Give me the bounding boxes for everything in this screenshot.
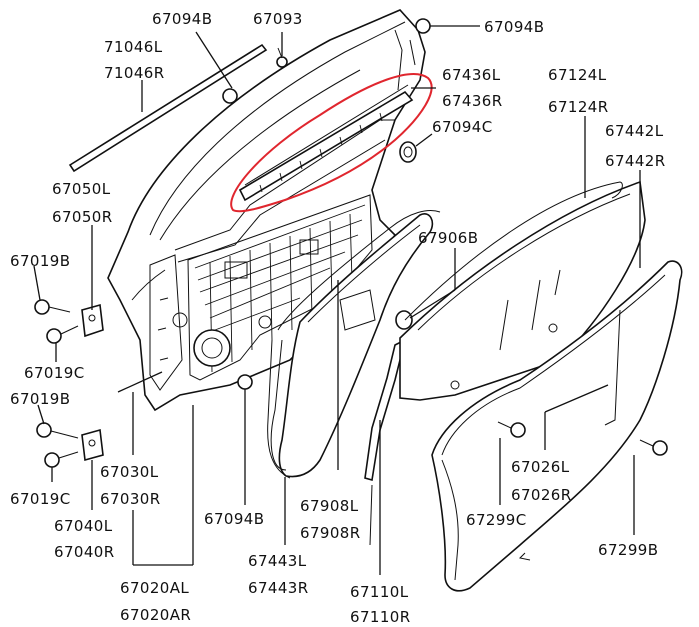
label-67094b-right: 67094B: [484, 18, 544, 36]
label-67443l: 67443L: [248, 552, 307, 570]
screw-67093: [276, 47, 288, 68]
grommet-67094b-right: [415, 18, 431, 34]
bolt-67026: [497, 421, 526, 438]
glass-frame-seal: [404, 181, 623, 321]
part-labels: 67094B 67093 67094B 71046L 71046R 67436L…: [10, 10, 666, 626]
label-67094b-bottom: 67094B: [204, 510, 264, 528]
label-67093: 67093: [253, 10, 303, 28]
bolt-67019c-lower: [44, 451, 79, 468]
label-67906b: 67906B: [418, 229, 478, 247]
grommet-67094b-bottom: [237, 374, 253, 390]
label-67442r: 67442R: [605, 152, 666, 170]
belt-molding: [68, 43, 268, 173]
label-67908l: 67908L: [300, 497, 359, 515]
label-67124r: 67124R: [548, 98, 609, 116]
inner-belt-weatherstrip: [238, 84, 414, 202]
door-weatherstrip-67442: [431, 260, 683, 592]
label-67094c: 67094C: [432, 118, 493, 136]
hinge-lower: [81, 428, 104, 462]
label-67299b: 67299B: [598, 541, 658, 559]
bolt-67019b-upper: [34, 299, 71, 315]
label-67094b-top: 67094B: [152, 10, 212, 28]
bolt-67019b-lower: [36, 422, 79, 439]
label-67442l: 67442L: [605, 122, 664, 140]
grommet-67094b-top: [222, 88, 238, 104]
label-67443r: 67443R: [248, 579, 309, 597]
label-67020al: 67020AL: [120, 579, 189, 597]
label-67026l: 67026L: [511, 458, 570, 476]
glass-run-channel: [364, 338, 407, 546]
label-67020ar: 67020AR: [120, 606, 191, 624]
door-opening-weatherstrip: [270, 213, 434, 478]
bolt-67019c-upper: [46, 325, 79, 344]
grommet-67094c: [399, 141, 417, 163]
door-inner-structure: [149, 194, 373, 391]
label-67050l: 67050L: [52, 180, 111, 198]
label-67908r: 67908R: [300, 524, 361, 542]
label-67436r: 67436R: [442, 92, 503, 110]
inner-seal-67443: [267, 210, 441, 479]
label-67110r: 67110R: [350, 608, 411, 626]
label-67040l: 67040L: [54, 517, 113, 535]
label-67124l: 67124L: [548, 66, 607, 84]
label-67030r: 67030R: [100, 490, 161, 508]
label-67019b-lower: 67019B: [10, 390, 70, 408]
label-67050r: 67050R: [52, 208, 113, 226]
bolt-67299b: [639, 439, 668, 456]
label-67040r: 67040R: [54, 543, 115, 561]
label-67019c-lower: 67019C: [10, 490, 71, 508]
label-67436l: 67436L: [442, 66, 501, 84]
label-67019b-upper: 67019B: [10, 252, 70, 270]
label-67299c: 67299C: [466, 511, 527, 529]
label-67026r: 67026R: [511, 486, 572, 504]
stopper-67906b: [395, 310, 413, 330]
label-67110l: 67110L: [350, 583, 409, 601]
hinge-upper: [81, 303, 104, 338]
label-67030l: 67030L: [100, 463, 159, 481]
label-71046r: 71046R: [104, 64, 165, 82]
leader-lines: [33, 25, 641, 575]
highlight-outline: [230, 73, 433, 213]
label-71046l: 71046L: [104, 38, 163, 56]
label-67019c-upper: 67019C: [24, 364, 85, 382]
